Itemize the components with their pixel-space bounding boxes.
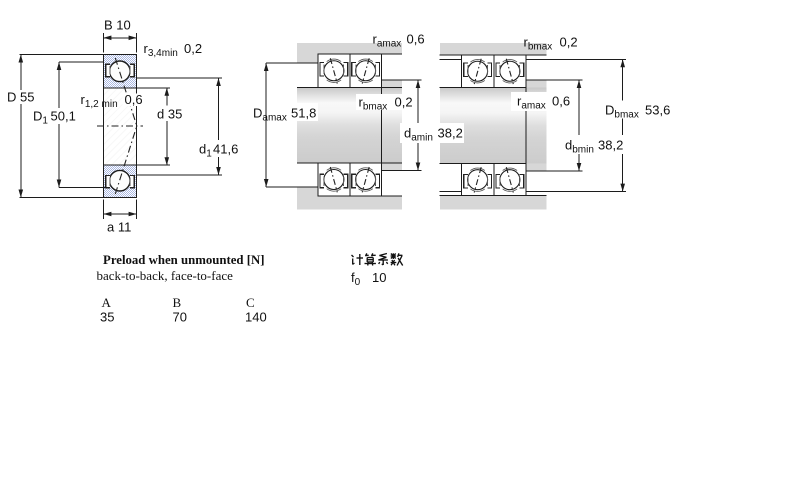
svg-text:0,2: 0,2 xyxy=(560,35,578,50)
svg-text:51,8: 51,8 xyxy=(291,106,316,121)
svg-text:38,2: 38,2 xyxy=(438,126,463,141)
svg-text:70: 70 xyxy=(173,310,187,325)
svg-text:140: 140 xyxy=(245,310,267,325)
svg-text:0,6: 0,6 xyxy=(125,92,143,107)
svg-text:38,2: 38,2 xyxy=(598,138,623,153)
svg-text:B 10: B 10 xyxy=(104,18,131,33)
svg-text:f0: f0 xyxy=(351,270,361,288)
svg-text:d 35: d 35 xyxy=(157,107,182,122)
svg-text:41,6: 41,6 xyxy=(213,142,238,157)
svg-text:D 55: D 55 xyxy=(7,90,34,105)
svg-text:A: A xyxy=(102,295,112,310)
svg-text:53,6: 53,6 xyxy=(645,103,670,118)
svg-text:0,6: 0,6 xyxy=(552,94,570,109)
svg-text:35: 35 xyxy=(100,310,114,325)
svg-text:50,1: 50,1 xyxy=(51,109,76,124)
svg-text:0,2: 0,2 xyxy=(395,95,413,110)
svg-text:10: 10 xyxy=(372,270,386,285)
svg-text:B: B xyxy=(173,295,182,310)
svg-text:a 11: a 11 xyxy=(107,220,131,235)
svg-text:0,6: 0,6 xyxy=(407,32,425,47)
svg-text:0,2: 0,2 xyxy=(184,41,202,56)
svg-text:C: C xyxy=(246,295,255,310)
svg-text:Preload when unmounted [N]: Preload when unmounted [N] xyxy=(103,253,265,267)
svg-text:back-to-back, face-to-face: back-to-back, face-to-face xyxy=(97,268,234,283)
